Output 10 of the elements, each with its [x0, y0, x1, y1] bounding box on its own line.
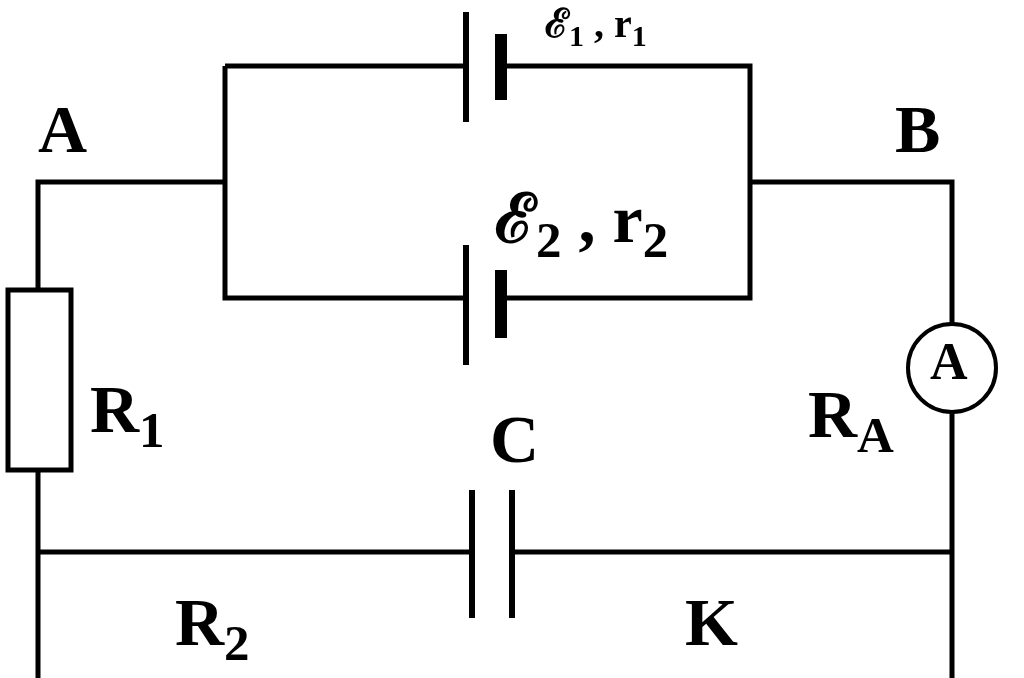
- battery-label: ℰ$_{2}$ , r$_{2}$: [495, 185, 669, 266]
- capacitor-label: C: [490, 405, 540, 473]
- point-label: A: [38, 95, 88, 163]
- switch-label: K: [685, 588, 738, 656]
- resistor-label: R$_{2}$: [175, 588, 250, 669]
- point-label: B: [895, 95, 941, 163]
- ammeter-resistance-label: R$_{A}$: [808, 380, 894, 461]
- ammeter-label: A: [930, 336, 968, 388]
- battery-label: ℰ$_{1}$ , r$_{1}$: [545, 4, 647, 51]
- resistor-label: R$_{1}$: [90, 375, 165, 456]
